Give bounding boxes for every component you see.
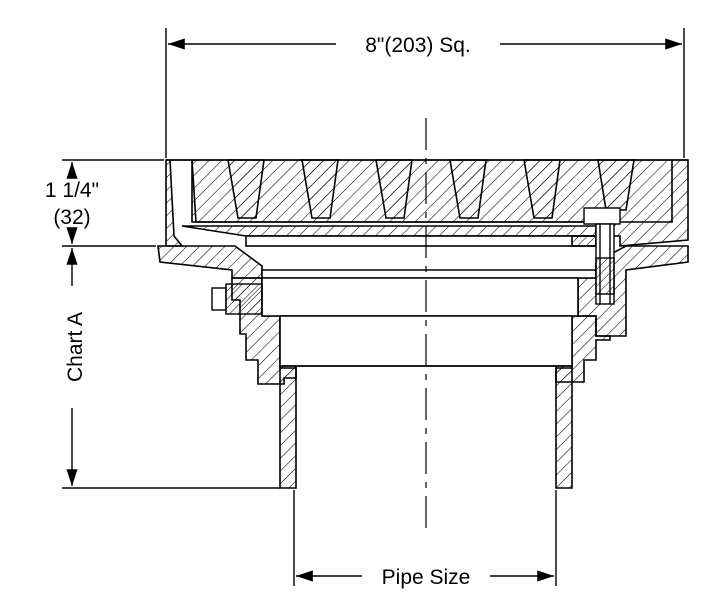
body-flange-left (157, 245, 263, 279)
grate-bottom-plate (181, 225, 597, 237)
set-screw-head (211, 287, 227, 311)
dimension-pipe-size-label: Pipe Size (382, 566, 471, 589)
set-screw-thread (225, 283, 263, 315)
dimension-body-height-label: Chart A (64, 312, 87, 382)
dimension-grate-height (62, 159, 164, 247)
dimension-top-width (165, 28, 685, 158)
bolt-head (583, 207, 621, 225)
grate (165, 159, 689, 247)
body-inner-step (261, 277, 579, 317)
grate-bolt (583, 207, 621, 305)
grate-ring (245, 235, 597, 247)
set-screw (211, 283, 263, 315)
dimension-top-width-label: 8"(203) Sq. (365, 34, 471, 57)
dimension-grate-height-mm: (32) (53, 206, 90, 229)
dimension-pipe-size (293, 490, 557, 586)
dimension-grate-height-inches: 1 1/4" (45, 179, 99, 202)
body-inner-rim (261, 269, 597, 279)
outlet-wall-right (555, 365, 573, 489)
outlet-wall-left (279, 365, 297, 489)
dimension-body-height (62, 248, 280, 489)
